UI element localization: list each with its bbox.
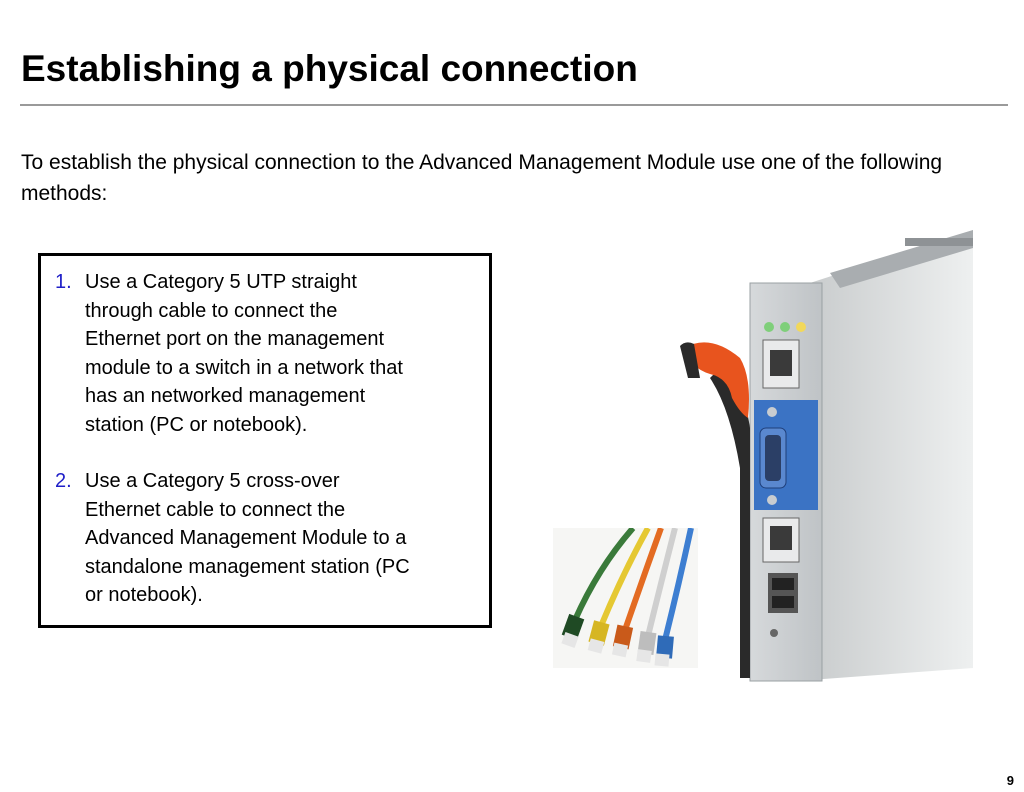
method-item-2: 2. Use a Category 5 cross-over Ethernet … <box>55 467 475 610</box>
method-text: Use a Category 5 cross-over Ethernet cab… <box>85 470 410 606</box>
method-number: 1. <box>55 271 72 293</box>
management-module-image <box>680 230 973 682</box>
method-number: 2. <box>55 470 72 492</box>
method-text: Use a Category 5 UTP straight through ca… <box>85 271 403 436</box>
intro-paragraph: To establish the physical connection to … <box>21 151 943 205</box>
title-divider <box>20 104 1008 106</box>
page-number: 9 <box>1006 773 1014 788</box>
slide-title: Establishing a physical connection <box>21 48 638 89</box>
methods-list: 1. Use a Category 5 UTP straight through… <box>55 268 475 638</box>
methods-box: 1. Use a Category 5 UTP straight through… <box>38 253 492 628</box>
method-item-1: 1. Use a Category 5 UTP straight through… <box>55 268 475 439</box>
ethernet-cables-image <box>553 528 698 668</box>
